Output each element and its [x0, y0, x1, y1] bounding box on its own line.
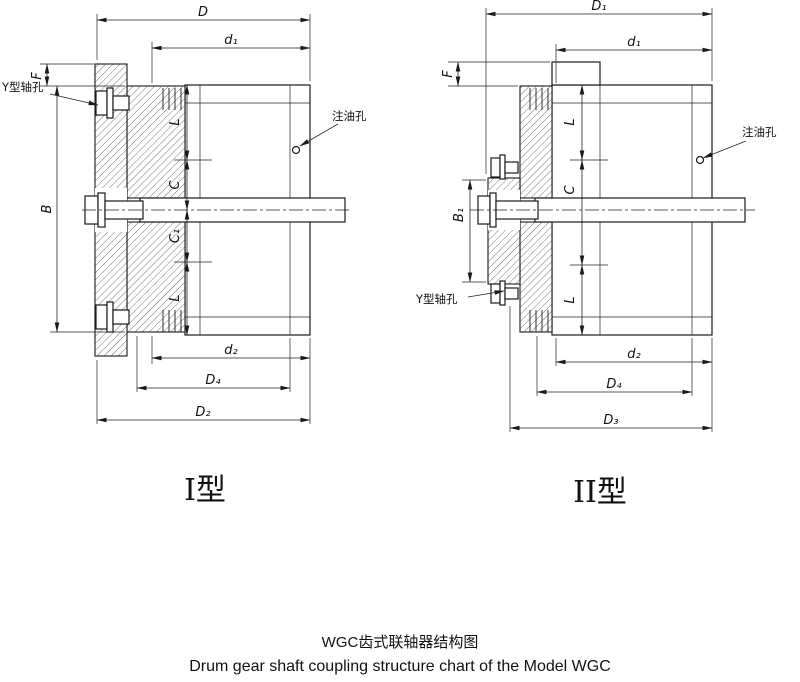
- left-oil-hole-leader: [299, 123, 339, 147]
- right-shaft-hole-leader: [467, 290, 505, 298]
- right-dim-F: F: [441, 70, 456, 78]
- right-shaft-hole-label: Y型轴孔: [415, 292, 458, 306]
- left-type-label: I型: [184, 473, 226, 508]
- left-shaft-hole-label: Y型轴孔: [1, 80, 44, 94]
- right-dim-D3: D₃: [603, 413, 618, 428]
- left-dim-d1: d₁: [224, 33, 237, 48]
- right-hub: [519, 85, 553, 333]
- left-dim-L-top: L: [168, 118, 183, 125]
- left-bolt-bottom: [95, 301, 130, 333]
- left-dimensions: D d₁ F B L C C₁ L: [1, 5, 367, 424]
- caption-cn: WGC齿式联轴器结构图: [322, 634, 479, 651]
- right-dim-C: C: [563, 185, 578, 195]
- right-dim-D1: D₁: [591, 0, 606, 14]
- right-view: D₁ d₁ F B₁ L C L: [415, 0, 777, 432]
- left-shaft-hole-leader: [49, 93, 99, 106]
- left-dim-B: B: [40, 204, 55, 213]
- right-bolt-top: [490, 154, 519, 180]
- left-dim-D4: D₄: [205, 373, 221, 388]
- right-oil-hole: [695, 155, 705, 165]
- right-dim-L-bottom: L: [563, 296, 578, 303]
- left-dim-C: C: [168, 180, 183, 190]
- left-dim-d2: d₂: [224, 343, 237, 358]
- right-oil-hole-leader: [702, 140, 747, 159]
- left-dim-D2: D₂: [195, 405, 210, 420]
- left-dim-F: F: [30, 72, 45, 80]
- right-dim-d1: d₁: [627, 35, 640, 50]
- left-bolt-top: [95, 87, 130, 119]
- left-dim-D: D: [198, 5, 208, 20]
- left-oil-hole: [291, 145, 301, 155]
- left-oil-hole-label: 注油孔: [332, 109, 367, 123]
- right-type-label: II型: [573, 475, 627, 510]
- caption-en: Drum gear shaft coupling structure chart…: [189, 658, 611, 675]
- right-dimensions: D₁ d₁ F B₁ L C L: [415, 0, 777, 432]
- right-dim-L-top: L: [563, 118, 578, 125]
- right-dim-d2: d₂: [627, 347, 640, 362]
- left-view: D d₁ F B L C C₁ L: [1, 5, 367, 424]
- right-dim-D4: D₄: [606, 377, 622, 392]
- left-dim-C1: C₁: [168, 229, 183, 243]
- right-oil-hole-label: 注油孔: [742, 125, 777, 139]
- right-dim-B1: B₁: [452, 208, 467, 222]
- right-bolt-bottom: [490, 280, 519, 306]
- left-dim-L-bottom: L: [168, 294, 183, 301]
